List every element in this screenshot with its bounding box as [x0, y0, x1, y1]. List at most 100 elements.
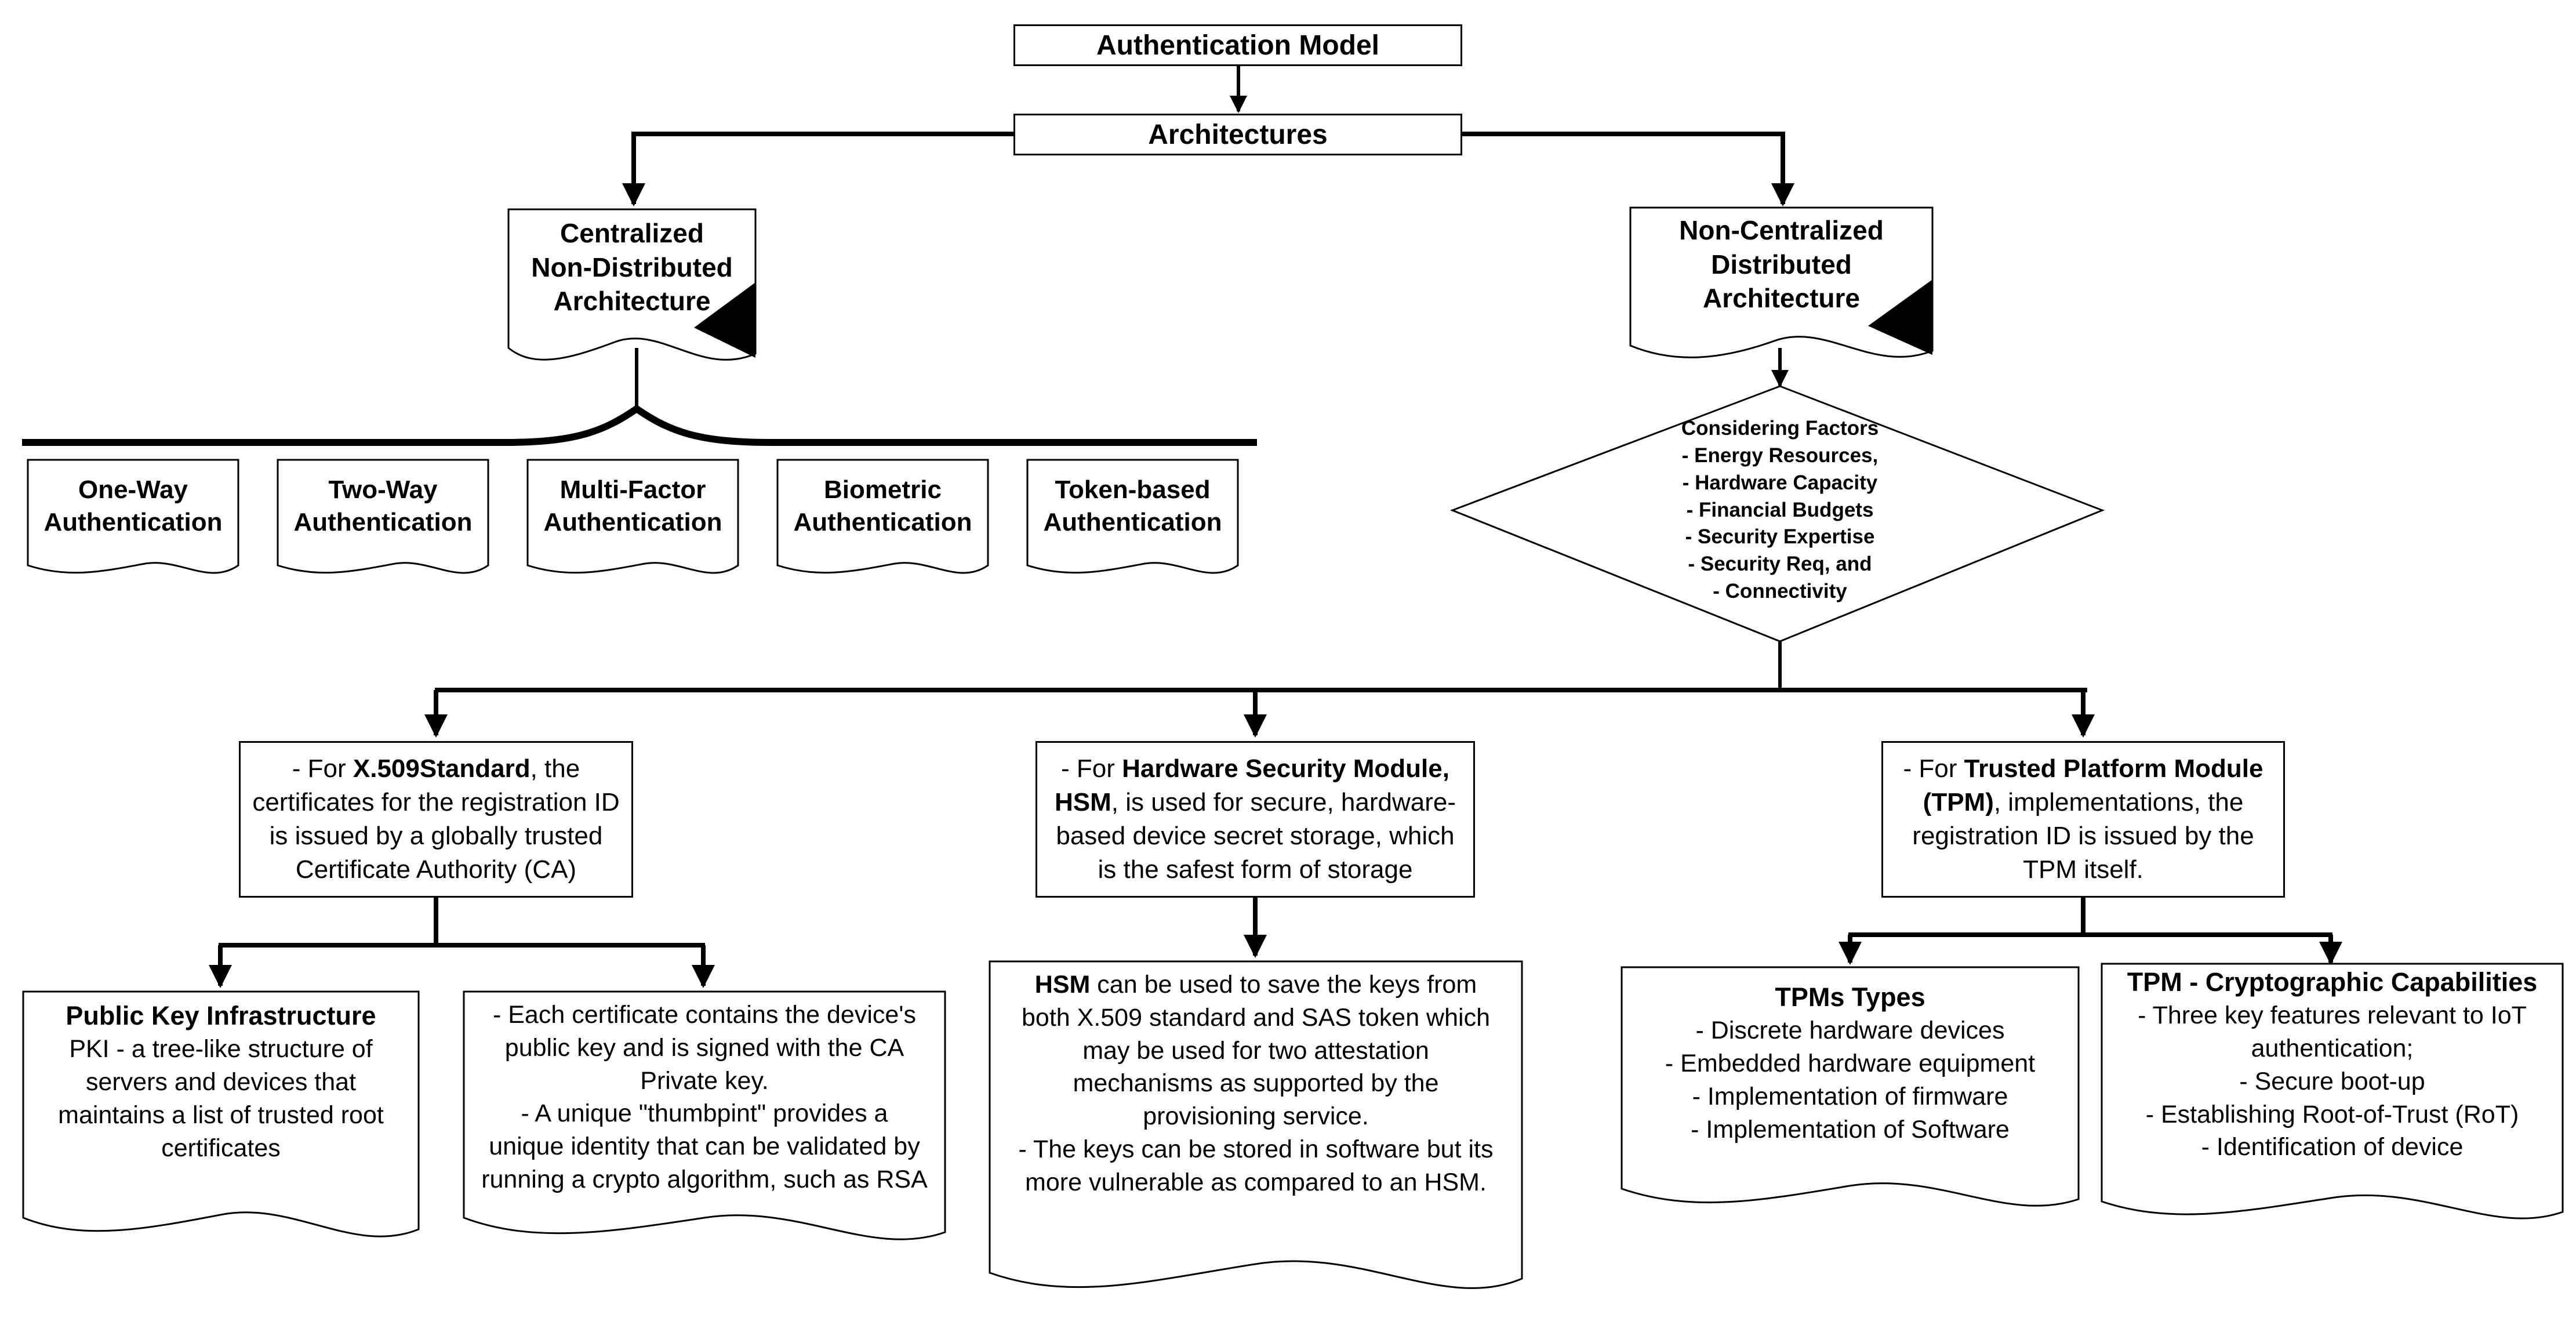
tpm-crypto-line-2: authentication;	[2251, 1034, 2414, 1063]
hsm-suffix: , is used for secure, hardware-	[1111, 787, 1456, 816]
factors-line-5: - Security Expertise	[1685, 525, 1875, 549]
method-two-way: Two-Way Authentication	[278, 460, 488, 553]
factors-line-1: Considering Factors	[1681, 416, 1879, 440]
tpm-crypto-title-rest: Cryptographic Capabilities	[2205, 967, 2538, 997]
connector-to-non-centralized	[1462, 132, 1794, 206]
method-biometric-line-1: Biometric	[824, 475, 942, 504]
x509-line-1: - For X.509Standard, the	[292, 752, 580, 786]
tpm-crypto-line-1: - Three key features relevant to IoT	[2138, 1001, 2527, 1030]
non-centralized-line-2: Distributed	[1711, 249, 1852, 279]
x509-standard-box: - For X.509Standard, the certificates fo…	[239, 741, 633, 898]
method-two-way-line-1: Two-Way	[328, 475, 438, 504]
hsm-prefix: - For	[1061, 754, 1122, 783]
method-token-based-line-2: Authentication	[1043, 508, 1222, 536]
hsm-line-3: based device secret storage, which	[1056, 822, 1455, 850]
non-centralized-architecture-shape	[1629, 206, 1934, 358]
method-shape-2	[526, 459, 739, 574]
factors-line-2: - Energy Resources,	[1681, 444, 1879, 467]
cert-line-3: Private key.	[640, 1066, 769, 1095]
x509-line-4: Certificate Authority (CA)	[295, 855, 577, 884]
method-token-based-line-1: Token-based	[1055, 475, 1211, 504]
hsm-detail-shape	[989, 960, 1523, 1289]
cert-line-6: running a crypto algorithm, such as RSA	[481, 1165, 928, 1193]
non-centralized-fold-icon	[1868, 279, 1932, 355]
hsm-detail-line-3: may be used for two attestation	[1082, 1036, 1429, 1065]
factors-line-4: - Financial Budgets	[1686, 498, 1874, 521]
hsm-detail: HSM can be used to save the keys from bo…	[990, 968, 1522, 1224]
authentication-model-title: Authentication Model	[1013, 24, 1462, 66]
tpm-line-2: (TPM), implementations, the	[1923, 786, 2244, 819]
tpm-suffix: , implementations, the	[1993, 787, 2244, 816]
method-one-way-line-1: One-Way	[78, 475, 188, 504]
tpm-types-title: TPMs Types	[1775, 982, 1925, 1012]
considering-factors: Considering Factors - Energy Resources, …	[1600, 406, 1960, 615]
centralized-architecture: Centralized Non-Distributed Architecture	[508, 209, 755, 325]
hsm-detail-first: can be used to save the keys from	[1090, 971, 1477, 999]
tpm-types-line-4: - Implementation of Software	[1691, 1115, 2010, 1144]
hsm-detail-line-4: mechanisms as supported by the	[1073, 1069, 1439, 1098]
connector-to-centralized	[622, 132, 1013, 206]
centralized-line-1: Centralized	[560, 217, 704, 248]
method-multi-factor-line-2: Authentication	[543, 508, 722, 536]
hsm-bold-2: HSM	[1054, 787, 1111, 816]
pki-line-3: maintains a list of trusted root	[58, 1101, 384, 1129]
method-brace	[22, 404, 1257, 446]
tpm-crypto-line-5: - Identification of device	[2201, 1133, 2464, 1161]
tpm-line-1: - For Trusted Platform Module	[1903, 752, 2263, 786]
hsm-line-2: HSM, is used for secure, hardware-	[1055, 786, 1456, 819]
hsm-box: - For Hardware Security Module, HSM, is …	[1036, 741, 1475, 898]
tpm-types-line-2: - Embedded hardware equipment	[1665, 1050, 2036, 1078]
tpm-crypto-shape	[2101, 963, 2564, 1219]
tpm-prefix: - For	[1903, 754, 1964, 783]
tpm-types-line-3: - Implementation of firmware	[1692, 1082, 2008, 1110]
hsm-detail-line-5: provisioning service.	[1143, 1102, 1369, 1130]
tpm-bold-1: Trusted Platform Module	[1964, 754, 2263, 783]
x509-line-3: is issued by a globally trusted	[269, 822, 603, 850]
cert-line-1: - Each certificate contains the device's	[492, 1001, 916, 1029]
tpm-types-shape	[1621, 966, 2080, 1207]
hsm-detail-line-7: more vulnerable as compared to an HSM.	[1025, 1168, 1487, 1196]
centralized-fold-icon	[694, 282, 755, 358]
factors-line-3: - Hardware Capacity	[1682, 471, 1878, 494]
factors-line-6: - Security Req, and	[1688, 553, 1872, 576]
tpm-crypto-detail: TPM - Cryptographic Capabilities - Three…	[2102, 965, 2563, 1174]
method-one-way: One-Way Authentication	[28, 460, 238, 553]
non-centralized-architecture: Non-Centralized Distributed Architecture	[1630, 208, 1932, 321]
tpm-line-4: TPM itself.	[2023, 855, 2143, 884]
non-centralized-line-3: Architecture	[1703, 283, 1860, 314]
tpm-line-3: registration ID is issued by the	[1912, 822, 2254, 850]
hsm-line-4: is the safest form of storage	[1098, 855, 1413, 884]
method-biometric-line-2: Authentication	[793, 508, 972, 536]
centralized-line-3: Architecture	[553, 286, 711, 317]
method-multi-factor-line-1: Multi-Factor	[559, 475, 706, 504]
pki-shape	[22, 990, 420, 1237]
factors-line-7: - Connectivity	[1713, 580, 1847, 603]
tpm-box: - For Trusted Platform Module (TPM), imp…	[1881, 741, 2285, 898]
x509-suffix: , the	[530, 754, 580, 783]
tpm-types-line-1: - Discrete hardware devices	[1695, 1017, 2005, 1045]
cert-shape	[463, 990, 946, 1240]
tpm-crypto-title-bold: TPM -	[2127, 967, 2206, 997]
centralized-line-2: Non-Distributed	[531, 252, 733, 282]
method-one-way-line-2: Authentication	[43, 508, 223, 536]
pki-title: Public Key Infrastructure	[66, 1001, 376, 1030]
hsm-detail-bold: HSM	[1034, 971, 1091, 999]
tpm-bold-2: (TPM)	[1923, 787, 1994, 816]
tpm-crypto-title: TPM - Cryptographic Capabilities	[2127, 965, 2538, 999]
centralized-architecture-shape	[507, 208, 757, 361]
tpm-crypto-line-3: - Secure boot-up	[2239, 1067, 2425, 1095]
tpm-types-detail: TPMs Types - Discrete hardware devices -…	[1622, 980, 2079, 1166]
hsm-line-1: - For Hardware Security Module,	[1061, 752, 1449, 786]
method-shape-1	[277, 459, 489, 574]
x509-prefix: - For	[292, 754, 353, 783]
method-shape-0	[27, 459, 239, 574]
pki-line-2: servers and devices that	[85, 1068, 357, 1097]
x509-line-2: certificates for the registration ID	[252, 787, 620, 816]
cert-line-2: public key and is signed with the CA	[504, 1033, 904, 1062]
method-shape-3	[776, 459, 989, 574]
cert-line-4: - A unique "thumbpint" provides a	[521, 1099, 888, 1128]
method-token-based: Token-based Authentication	[1027, 460, 1238, 553]
hsm-bold-1: Hardware Security Module,	[1122, 754, 1449, 783]
method-biometric: Biometric Authentication	[777, 460, 988, 553]
